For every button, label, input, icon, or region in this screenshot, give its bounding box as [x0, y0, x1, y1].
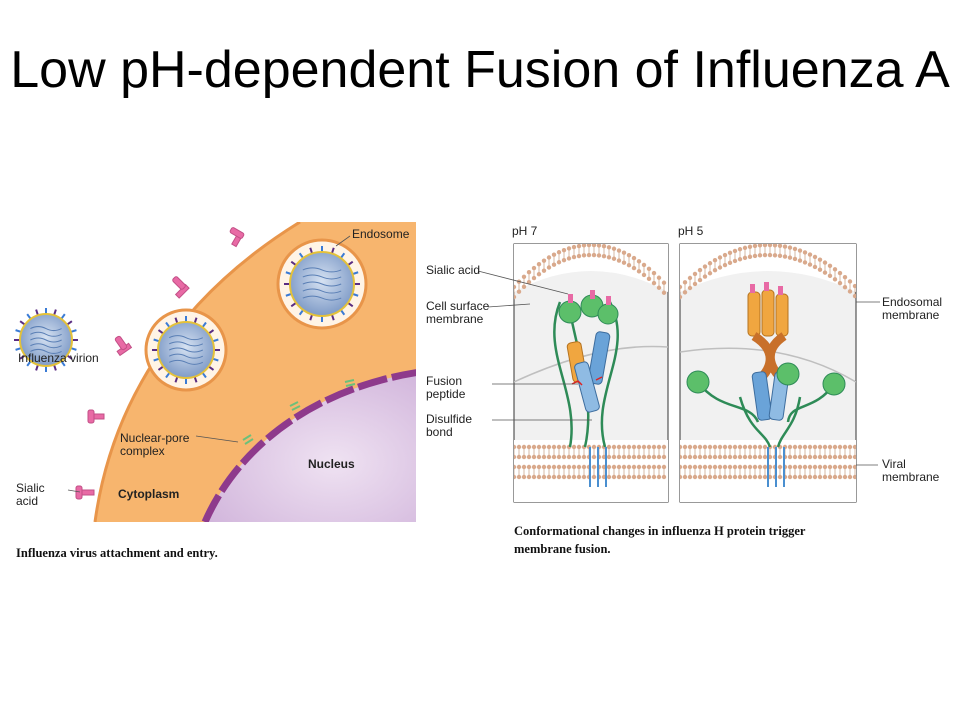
nuclear-envelope	[201, 369, 416, 522]
left-caption: Influenza virus attachment and entry.	[16, 546, 218, 560]
right-caption-line2: membrane fusion.	[514, 542, 611, 556]
virus-entry-diagram	[14, 222, 416, 522]
label-ph7: pH 7	[512, 224, 538, 238]
ha-ph5	[686, 282, 846, 487]
right-caption: Conformational changes in influenza H pr…	[514, 522, 805, 558]
label-sialic-2: acid	[16, 494, 39, 508]
page-title: Low pH-dependent Fusion of Influenza A	[10, 41, 950, 99]
nucleus-region	[205, 372, 416, 522]
label-viral-2: membrane	[882, 470, 940, 484]
fusion-mechanism-figure: pH 7 pH 5 Sialic acid Cell surface membr…	[420, 222, 960, 504]
fusion-diagram	[477, 243, 880, 503]
leader-lines	[67, 235, 351, 493]
membrane-pegs	[75, 227, 245, 500]
panel-ph7-content	[514, 244, 668, 502]
nuclear-pore-marks	[242, 379, 356, 445]
virion-3	[284, 246, 360, 322]
virion-1	[14, 308, 78, 372]
label-endosome: Endosome	[352, 227, 410, 241]
ha-ph7	[553, 290, 619, 487]
label-influenza-virion: Influenza virion	[18, 351, 99, 365]
label-sialic-acid: Sialic acid	[426, 263, 481, 277]
label-fusion-1: Fusion	[426, 374, 463, 388]
panel-ph5-content	[680, 244, 856, 502]
label-cell-surface-2: membrane	[426, 312, 484, 326]
label-disulfide-1: Disulfide	[426, 412, 473, 426]
label-nucleus: Nucleus	[308, 457, 355, 471]
label-fusion-2: peptide	[426, 387, 466, 401]
label-viral-1: Viral	[882, 457, 906, 471]
right-caption-line1: Conformational changes in influenza H pr…	[514, 524, 806, 538]
label-disulfide-2: bond	[426, 425, 453, 439]
virion-2	[152, 316, 220, 384]
label-nuclear-pore-1: Nuclear-pore	[120, 431, 190, 445]
label-ph5: pH 5	[678, 224, 704, 238]
label-cell-surface-1: Cell surface	[426, 299, 490, 313]
label-sialic-1: Sialic	[16, 481, 45, 495]
label-cytoplasm: Cytoplasm	[118, 487, 180, 501]
label-endosomal-1: Endosomal	[882, 295, 943, 309]
label-nuclear-pore-2: complex	[120, 444, 165, 458]
virions	[14, 246, 360, 384]
label-endosomal-2: membrane	[882, 308, 940, 322]
virus-entry-figure: Endosome Influenza virion Nuclear-pore c…	[0, 222, 420, 522]
right-leader-lines	[477, 270, 880, 466]
